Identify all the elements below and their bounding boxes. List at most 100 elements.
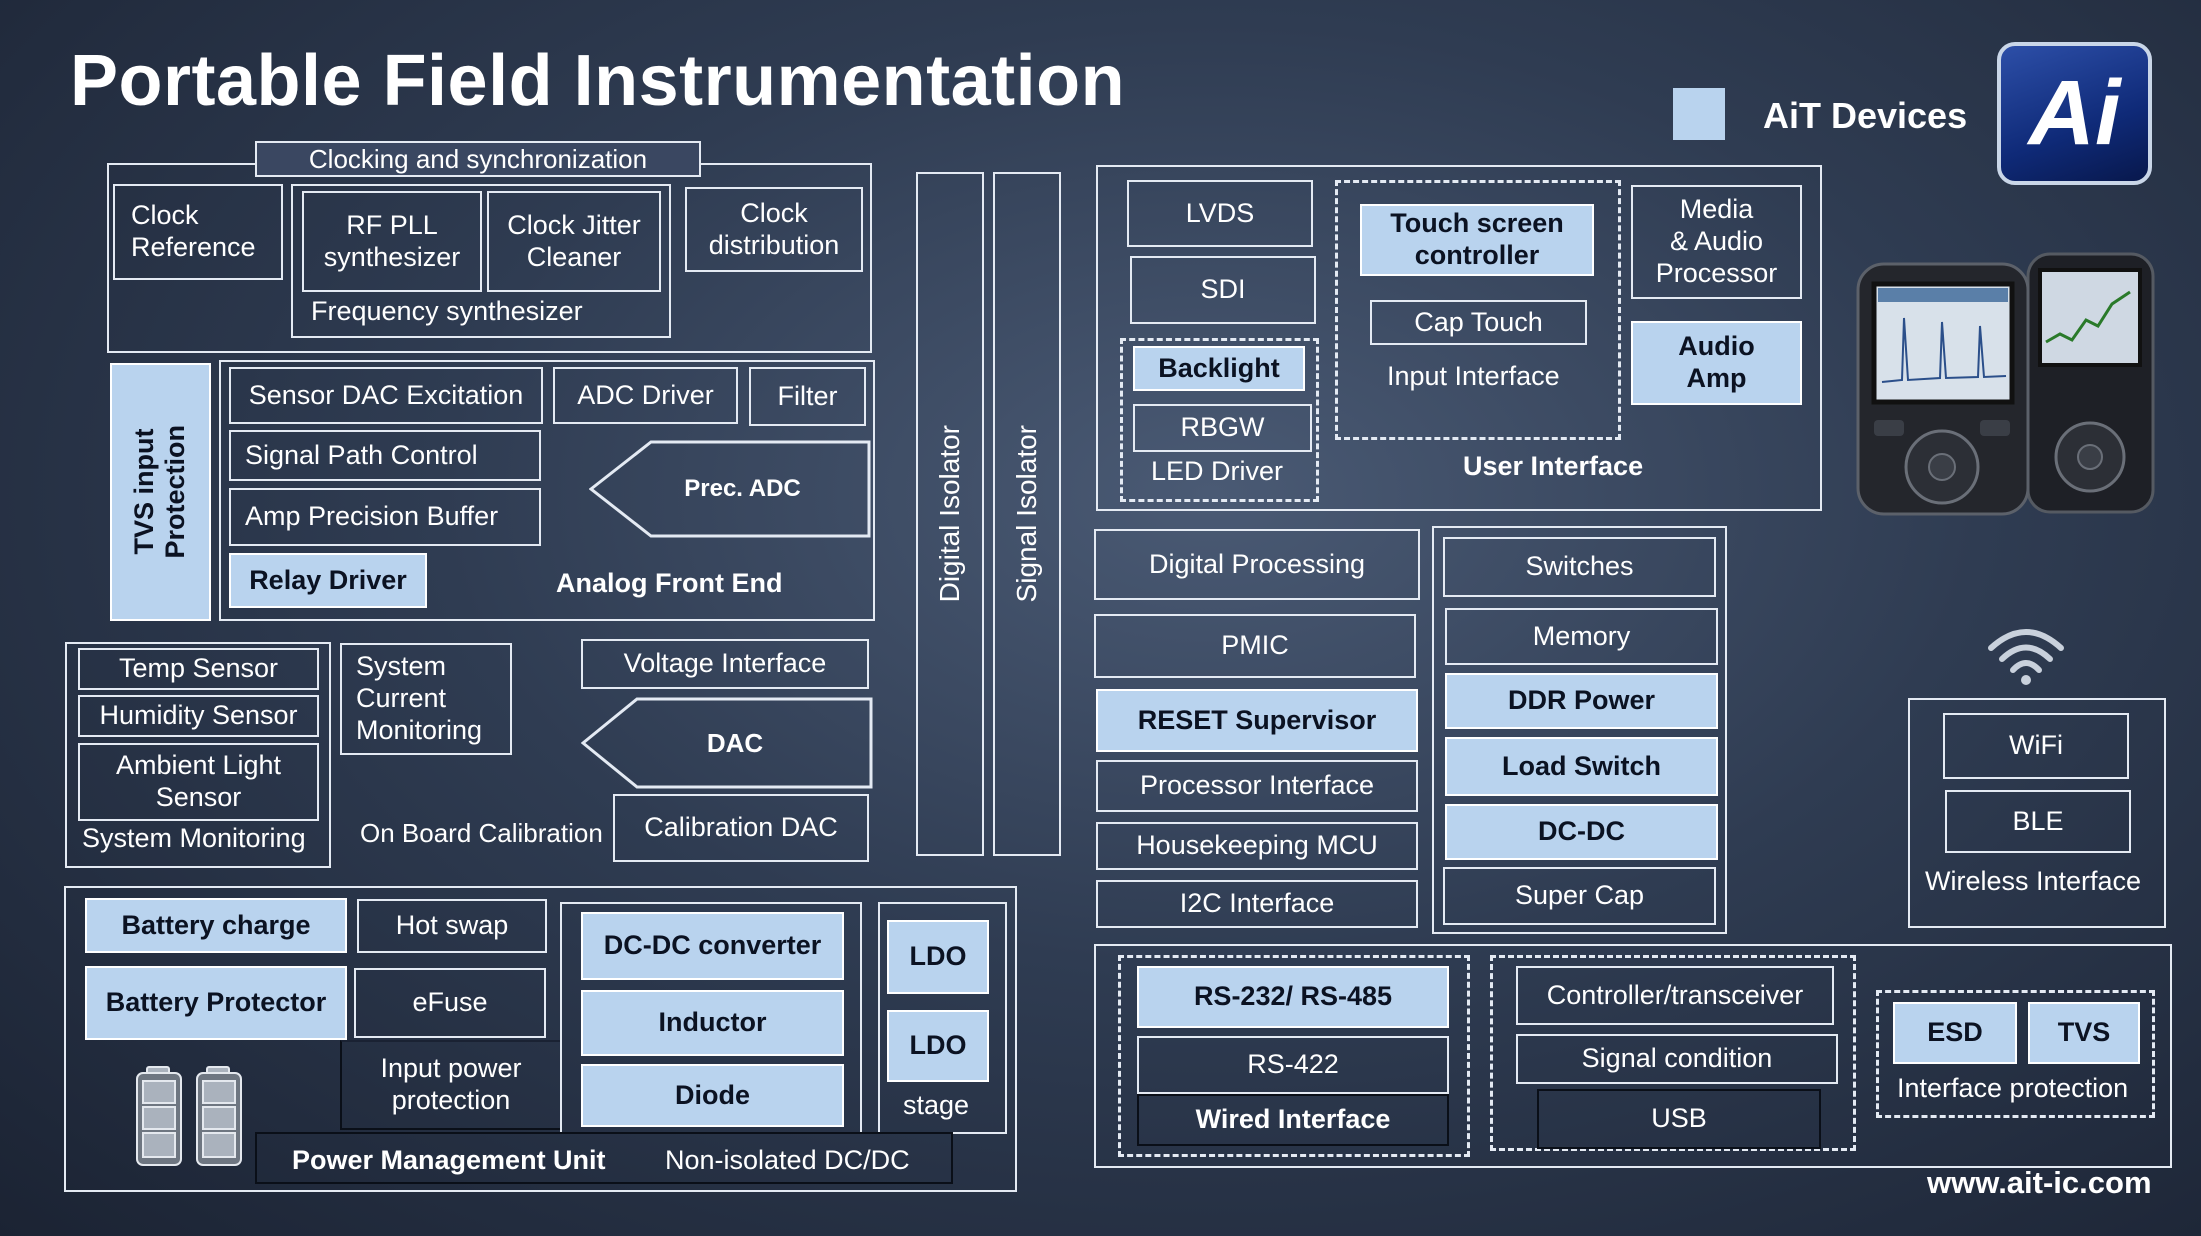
power-management-panel [64, 886, 1017, 1192]
super-cap: Super Cap [1443, 867, 1716, 925]
non-isolated-dcdc-label: Non-isolated DC/DC [665, 1145, 910, 1175]
ldo-2: LDO [887, 1010, 989, 1082]
rs232-rs485: RS-232/ RS-485 [1137, 966, 1449, 1028]
frequency-synthesizer-label: Frequency synthesizer [311, 296, 583, 326]
user-interface-panel [1096, 165, 1822, 511]
brand-logo: Ai [1997, 42, 2152, 185]
usb: USB [1537, 1089, 1821, 1149]
ambient-light-sensor: Ambient Light Sensor [78, 743, 319, 821]
dc-dc: DC-DC [1445, 804, 1718, 860]
page-title: Portable Field Instrumentation [70, 41, 1126, 121]
voltage-interface: Voltage Interface [581, 639, 869, 689]
diode: Diode [581, 1064, 844, 1127]
prec-adc-shape [588, 440, 871, 538]
signal-path-control: Signal Path Control [229, 430, 541, 481]
clocking-label: Clocking and synchronization [255, 141, 701, 177]
wireless-panel [1908, 698, 2166, 928]
website-url: www.ait-ic.com [1927, 1165, 2152, 1200]
analog-front-end-panel [219, 360, 875, 621]
inductor: Inductor [581, 990, 844, 1056]
digital-isolator-label: Digital Isolator [934, 425, 966, 603]
adc-driver: ADC Driver [553, 367, 738, 424]
wired-panel [1094, 944, 2172, 1168]
frequency-synthesizer-group [291, 184, 671, 338]
load-switch: Load Switch [1445, 737, 1718, 796]
on-board-calibration-label: On Board Calibration [360, 818, 603, 848]
ble: BLE [1945, 790, 2131, 853]
input-power-protection: Input power protection [340, 1040, 562, 1130]
tvs-input-protection-label: TVS input Protection [129, 425, 191, 559]
wifi-icon [1985, 624, 2067, 686]
controller-transceiver: Controller/transceiver [1516, 966, 1834, 1025]
filter: Filter [749, 367, 866, 426]
system-monitoring-label: System Monitoring [82, 823, 306, 853]
signal-isolator: Signal Isolator [993, 172, 1061, 856]
led-driver-label: LED Driver [1151, 456, 1284, 486]
dc-dc-converter: DC-DC converter [581, 912, 844, 980]
device-illustration [1850, 222, 2170, 517]
pmic: PMIC [1094, 614, 1416, 678]
user-interface-label: User Interface [1463, 451, 1644, 481]
touch-screen-controller: Touch screen controller [1360, 204, 1594, 276]
humidity-sensor: Humidity Sensor [78, 695, 319, 737]
digital-processing: Digital Processing [1094, 529, 1420, 600]
battery-charge: Battery charge [85, 898, 347, 953]
battery-icon [135, 1065, 245, 1167]
interface-protection-group [1876, 990, 2155, 1118]
clock-distribution: Clock distribution [685, 187, 863, 272]
calibration-dac: Calibration DAC [613, 794, 869, 862]
relay-driver: Relay Driver [229, 553, 427, 608]
digital-isolator: Digital Isolator [916, 172, 984, 856]
dac: DAC [706, 727, 764, 758]
switches: Switches [1443, 537, 1716, 597]
analog-front-end-label: Analog Front End [556, 568, 783, 598]
esd: ESD [1893, 1002, 2017, 1064]
rf-pll-synthesizer: RF PLL synthesizer [302, 191, 482, 292]
wired-interface-group [1118, 955, 1470, 1157]
lvds: LVDS [1127, 180, 1313, 247]
ldo-1: LDO [887, 920, 989, 994]
clock-jitter-cleaner: Clock Jitter Cleaner [487, 191, 661, 292]
usb-group [1490, 955, 1856, 1151]
i2c-interface: I2C Interface [1096, 880, 1418, 928]
interface-protection-label: Interface protection [1897, 1073, 2129, 1103]
brand-name: AiT Devices [1763, 95, 1968, 136]
sdi: SDI [1130, 256, 1316, 324]
tvs: TVS [2028, 1002, 2140, 1064]
wired-interface-label: Wired Interface [1137, 1094, 1449, 1146]
backlight: Backlight [1133, 346, 1305, 391]
hot-swap: Hot swap [357, 899, 547, 953]
dac-shape [580, 697, 873, 789]
wifi: WiFi [1943, 713, 2129, 779]
housekeeping-mcu: Housekeeping MCU [1096, 822, 1418, 870]
efuse: eFuse [354, 968, 546, 1038]
signal-condition: Signal condition [1516, 1034, 1838, 1084]
sensor-dac-excitation: Sensor DAC Excitation [229, 367, 543, 424]
led-driver-group [1120, 338, 1319, 502]
rs422: RS-422 [1137, 1036, 1449, 1094]
memory: Memory [1445, 608, 1718, 665]
amp-precision-buffer: Amp Precision Buffer [229, 488, 541, 546]
reset-supervisor: RESET Supervisor [1096, 689, 1418, 752]
clock-reference: Clock Reference [113, 184, 283, 280]
brand-logo-text: Ai [2028, 62, 2121, 165]
prec-adc: Prec. ADC [684, 474, 801, 502]
processor-interface: Processor Interface [1096, 760, 1418, 812]
temp-sensor: Temp Sensor [78, 648, 319, 690]
ldo-stage-label: stage [903, 1090, 970, 1120]
audio-amp: Audio Amp [1631, 321, 1802, 405]
support-panel [1432, 526, 1727, 934]
wireless-interface-label: Wireless Interface [1925, 866, 2142, 896]
input-interface-label: Input Interface [1387, 361, 1560, 391]
input-interface-group [1335, 180, 1621, 440]
system-monitoring-panel [65, 642, 331, 868]
cap-touch: Cap Touch [1370, 300, 1587, 345]
ddr-power: DDR Power [1445, 673, 1718, 729]
legend-swatch [1673, 88, 1725, 140]
signal-isolator-label: Signal Isolator [1011, 425, 1043, 603]
system-current-monitoring: System Current Monitoring [340, 643, 512, 755]
power-management-unit-label: Power Management Unit [292, 1145, 606, 1175]
pmu-footer [255, 1132, 953, 1184]
rbgw: RBGW [1133, 404, 1312, 452]
tvs-input-protection: TVS input Protection [110, 363, 211, 621]
